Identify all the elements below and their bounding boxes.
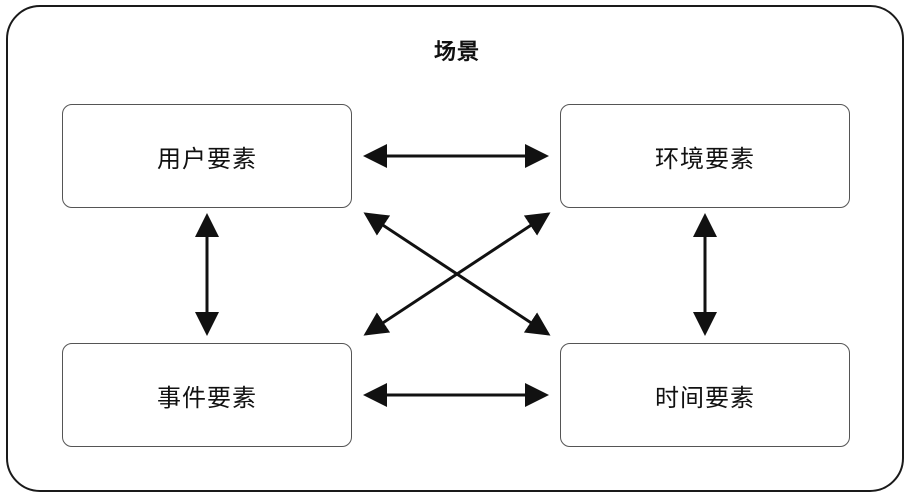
node-event-element: 事件要素 — [62, 343, 352, 447]
node-user-element: 用户要素 — [62, 104, 352, 208]
node-event-label: 事件要素 — [157, 383, 257, 412]
node-environment-label: 环境要素 — [655, 144, 755, 173]
node-time-label: 时间要素 — [655, 383, 755, 412]
arrow-environment-event — [363, 212, 551, 336]
scene-frame — [6, 5, 904, 492]
node-user-label: 用户要素 — [157, 144, 257, 173]
node-time-element: 时间要素 — [560, 343, 850, 447]
scene-title: 场景 — [433, 40, 480, 65]
node-environment-element: 环境要素 — [560, 104, 850, 208]
